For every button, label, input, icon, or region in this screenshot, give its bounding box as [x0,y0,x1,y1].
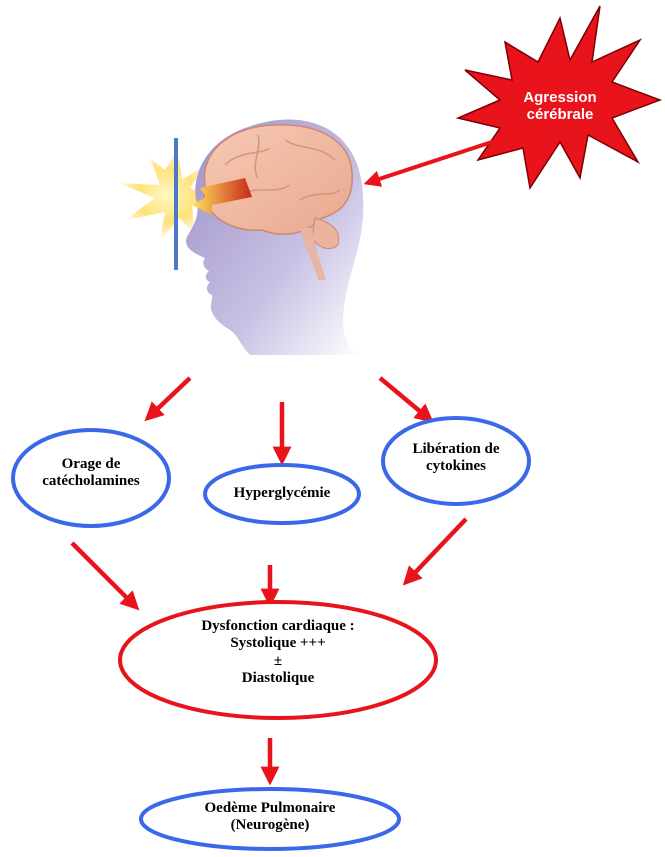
agression-label: Agression cérébrale [498,89,622,124]
arrow-cytokines-to-cardiac [408,519,466,580]
arrow-to-catecholamines [150,378,190,416]
arrow-trigger-to-head [370,140,498,182]
arrow-to-cytokines [380,378,428,418]
head-illustration [118,119,363,355]
node-cytokines-label: Libération de cytokines [386,441,526,476]
node-cardiac-label: Dysfonction cardiaque : Systolique +++ ±… [150,618,406,687]
node-oedeme-label: Oedème Pulmonaire (Neurogène) [150,800,390,835]
node-catecholamines-label: Orage de catécholamines [16,456,166,491]
arrow-catecholamines-to-cardiac [72,543,134,605]
node-hyperglycemie-label: Hyperglycémie [205,485,359,502]
impact-bar [174,138,178,270]
